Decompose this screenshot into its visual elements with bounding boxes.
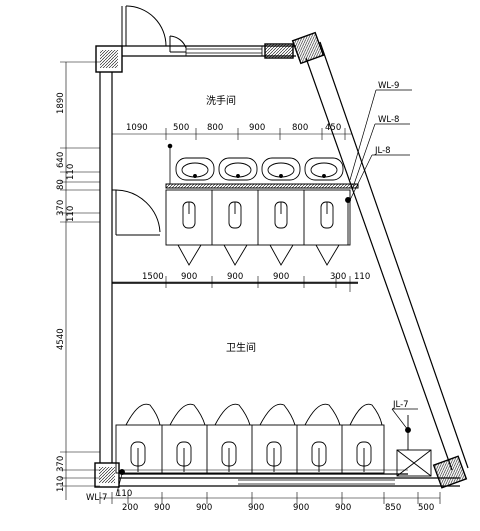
toilet-stalls	[115, 403, 408, 475]
walls	[99, 41, 469, 487]
dim-mid-1500: 1500	[142, 272, 164, 282]
columns	[94, 31, 468, 489]
bottom-window	[238, 479, 395, 485]
dim-top-500: 500	[173, 123, 189, 133]
dim-bottom-500: 500	[418, 503, 434, 513]
dim-bottom-900b: 900	[196, 503, 212, 513]
toilet	[266, 441, 282, 472]
door	[121, 5, 187, 53]
toilet	[221, 441, 237, 472]
dim-left-110c: 110	[56, 476, 66, 492]
dim-bottom-850: 850	[385, 503, 401, 513]
dim-left-80: 80	[56, 179, 66, 190]
dim-bottom-900e: 900	[335, 503, 351, 513]
diagonal-wall-inner	[305, 57, 453, 471]
urinal-row	[165, 189, 351, 266]
pipe-label-wl7: WL-7	[86, 493, 107, 503]
wash-basins	[175, 157, 344, 181]
dimension-lines	[60, 61, 441, 504]
mop-sink	[396, 415, 432, 477]
dim-mid-300: 300	[330, 272, 346, 282]
column-top-mid	[264, 43, 294, 59]
pipe-label-jl7: JL-7	[392, 400, 409, 410]
dim-top-450: 450	[325, 123, 341, 133]
dim-left-1890: 1890	[56, 92, 66, 114]
diagonal-wall-outer	[319, 41, 469, 469]
pipe-label-wl8: WL-8	[378, 115, 399, 125]
dim-left-110b: 110	[66, 206, 76, 222]
column-top-right	[291, 31, 325, 65]
dim-left-640: 640	[56, 152, 66, 168]
toilet	[176, 441, 192, 472]
top-window	[185, 46, 263, 56]
dim-bottom-900a: 900	[154, 503, 170, 513]
dim-left-370a: 370	[56, 200, 66, 216]
toilet	[356, 441, 372, 472]
dim-top-800a: 800	[207, 123, 223, 133]
urinal	[177, 201, 202, 266]
room-label-toilet: 卫生间	[226, 341, 256, 354]
dim-mid-900c: 900	[273, 272, 289, 282]
dim-left-4540: 4540	[56, 328, 66, 350]
urinal	[315, 201, 340, 266]
dim-bottom-110: 110	[116, 489, 132, 499]
toilet	[130, 441, 146, 472]
dim-mid-900a: 900	[181, 272, 197, 282]
dim-mid-900b: 900	[227, 272, 243, 282]
wash-basin	[218, 157, 258, 181]
dim-top-800b: 800	[292, 123, 308, 133]
dim-left-370b: 370	[56, 456, 66, 472]
basin-drain-pipe	[165, 143, 359, 189]
wash-basin	[304, 157, 344, 181]
dim-bottom-900d: 900	[293, 503, 309, 513]
urinal	[269, 201, 294, 266]
side-door	[112, 189, 161, 236]
room-label-washroom: 洗手间	[206, 94, 236, 107]
dim-bottom-200: 200	[122, 503, 138, 513]
urinal	[223, 201, 248, 266]
dim-top-900: 900	[249, 123, 265, 133]
dim-left-110a: 110	[66, 164, 76, 180]
leader-lines	[115, 89, 418, 497]
wash-basin	[261, 157, 301, 181]
pipe-label-wl9: WL-9	[378, 81, 399, 91]
dim-bottom-900c: 900	[248, 503, 264, 513]
column-bottom-right	[432, 455, 468, 489]
dim-mid-110: 110	[354, 272, 370, 282]
dim-top-1090: 1090	[126, 123, 148, 133]
wash-basin	[175, 157, 215, 181]
pipe-label-jl8: JL-8	[374, 146, 391, 156]
toilet	[311, 441, 327, 472]
